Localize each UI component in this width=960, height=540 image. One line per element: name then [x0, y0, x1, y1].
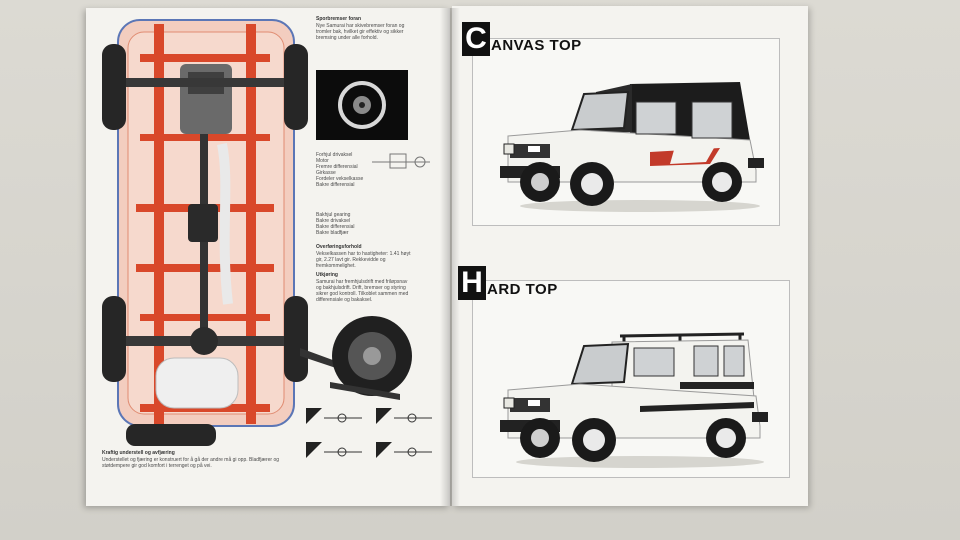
- legend-item: Bakre differensial: [316, 224, 355, 230]
- legend-item: Bakhjul gearing: [316, 212, 351, 218]
- canvas-top-title: C ANVAS TOP: [462, 22, 582, 56]
- suspension-diagram: [376, 408, 432, 424]
- legend-item: Bakre drivaksel: [316, 218, 351, 224]
- legend-item: Bakre bladfjær: [316, 230, 349, 236]
- legend-item: Motor: [316, 158, 329, 164]
- brake-line-diagram: [372, 153, 430, 169]
- chassis-diagram: [102, 19, 308, 446]
- legend-item: Bakre differensial: [316, 182, 355, 188]
- hard-top-title: H ARD TOP: [458, 266, 558, 300]
- hard-top-vehicle: [500, 332, 768, 468]
- brochure-spine: [440, 8, 460, 506]
- legend-item: Girkasse: [316, 170, 336, 176]
- drive-paragraph: Samurai har fremhjulsdrift med friløpsna…: [316, 279, 409, 303]
- canvas-initial: C: [462, 22, 490, 56]
- transfer-heading: Overføringsforhold: [316, 244, 362, 250]
- spare-wheel-illustration: [300, 316, 412, 400]
- hard-title-rest: ARD TOP: [487, 281, 558, 298]
- chassis-caption-heading: Kraftig understell og avfjæring: [102, 450, 175, 456]
- suspension-diagram: [376, 442, 432, 458]
- brake-heading: Sporbremser foran: [316, 16, 362, 22]
- legend-item: Forhjul drivaksel: [316, 152, 353, 158]
- disc-brake-icon: [338, 81, 386, 129]
- legend-list-a: Forhjul drivaksel Motor Fremre differens…: [316, 152, 363, 188]
- legend-item: Fremre differensial: [316, 164, 358, 170]
- chassis-caption-paragraph: Understellet og fjæring er konstruert fo…: [102, 457, 280, 469]
- brake-disc-photo: [316, 70, 408, 140]
- legend-list-b: Bakhjul gearing Bakre drivaksel Bakre di…: [316, 212, 355, 236]
- suspension-diagram: [306, 442, 362, 458]
- transfer-paragraph: Vekselkassen har to hastigheter: 1.41 hø…: [316, 251, 411, 269]
- suspension-diagram: [306, 408, 362, 424]
- legend-item: Fordeler vekselkasse: [316, 176, 364, 182]
- hard-initial: H: [458, 266, 486, 300]
- canvas-title-rest: ANVAS TOP: [491, 37, 582, 54]
- drive-heading: Utkjøring: [316, 272, 338, 278]
- canvas-top-vehicle: [500, 82, 764, 212]
- brake-paragraph: Nye Samurai har skivebremser foran og tr…: [316, 23, 405, 41]
